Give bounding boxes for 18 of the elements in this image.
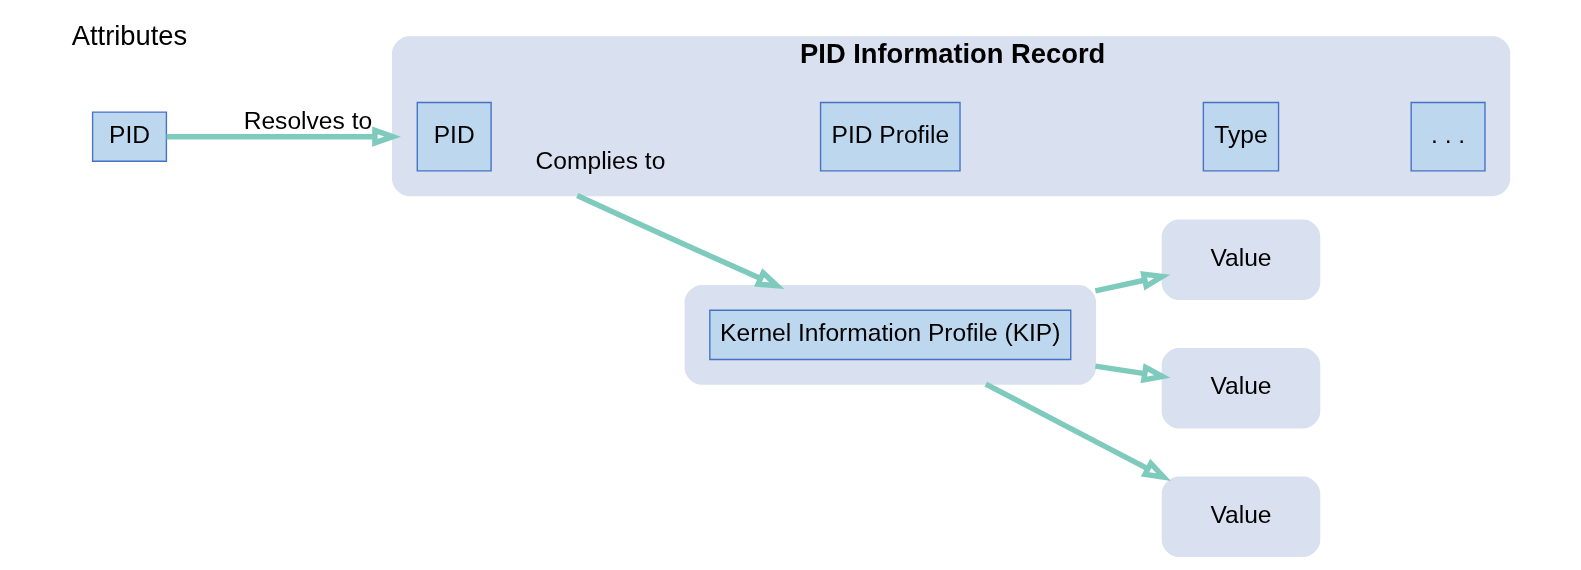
cluster <box>684 285 1097 385</box>
node-box: PID Profile <box>819 101 961 172</box>
node-box: . . . <box>1410 101 1486 172</box>
arrow <box>576 192 785 290</box>
arrow <box>166 126 401 147</box>
edge-label: Complies to <box>535 146 666 174</box>
node-box: Value <box>1161 347 1321 429</box>
node-box: PID <box>416 101 492 172</box>
arrow <box>1094 363 1171 384</box>
arrow <box>1094 270 1171 294</box>
node-box: PID <box>91 111 168 162</box>
node-box: Type <box>1202 101 1280 172</box>
arrow <box>984 381 1172 481</box>
edge-label: Resolves to <box>243 107 373 135</box>
node-box: Value <box>1161 476 1321 558</box>
label: Attributes <box>71 20 188 52</box>
node-box: Value <box>1161 219 1321 301</box>
node-box: Kernel Information Profile (KIP) <box>709 309 1072 361</box>
